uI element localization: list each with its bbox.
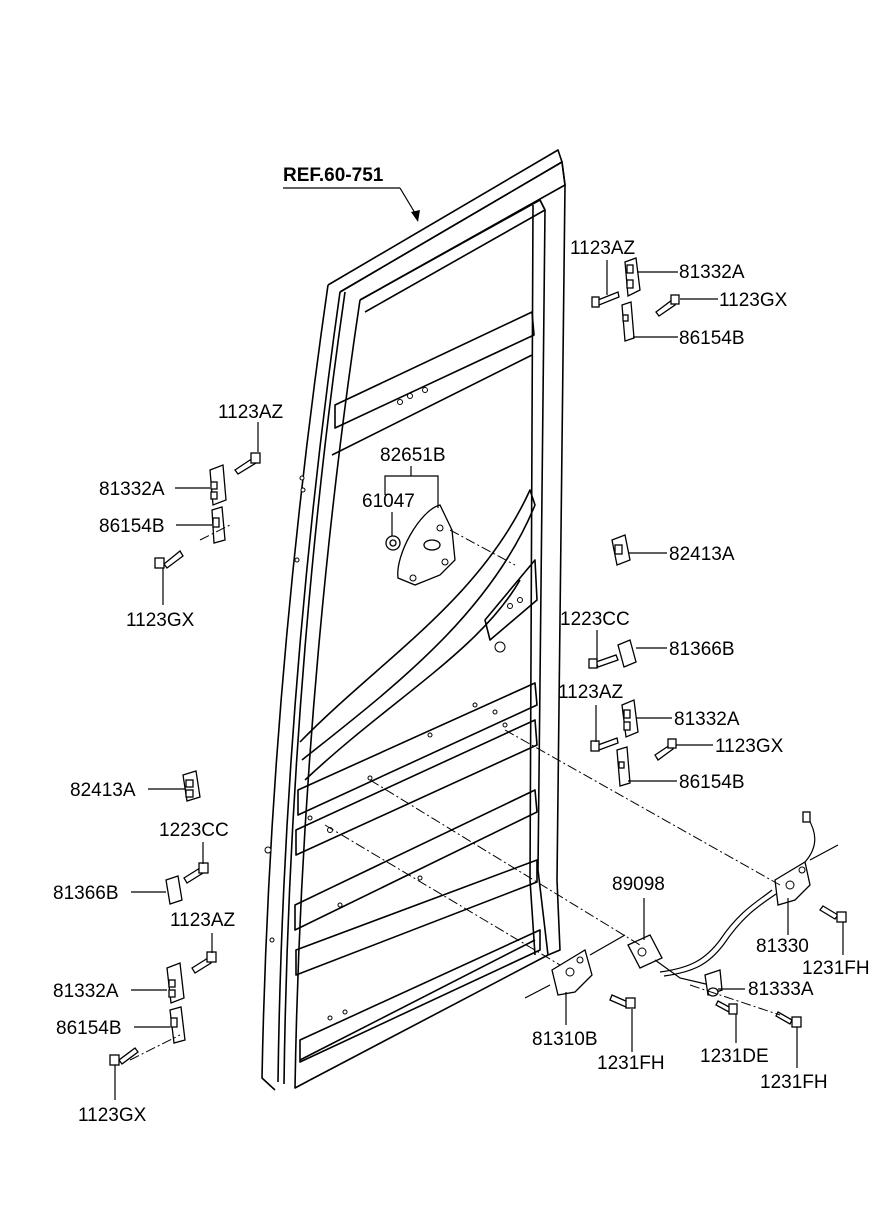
screw-left-bottom	[109, 1047, 139, 1066]
stopper-right	[588, 639, 637, 669]
label-striker-screw: 1231DE	[700, 1046, 769, 1067]
label-center-cover: 82651B	[380, 445, 446, 466]
label-mid-right-hinge: 81332A	[674, 709, 740, 730]
label-left-bottom-bolt: 1123AZ	[170, 910, 236, 931]
latch-lower-screw	[609, 994, 636, 1009]
bolt-left-top	[234, 452, 261, 475]
bolt-top-right	[591, 291, 620, 308]
striker-screw	[715, 1000, 738, 1015]
label-striker-bolt: 1231FH	[760, 1072, 828, 1093]
hinge-mid-right	[616, 699, 639, 787]
label-left-stopper-bolt: 1223CC	[159, 820, 229, 841]
hinge-left-bottom	[166, 962, 186, 1044]
screw-mid-right	[654, 738, 677, 761]
bumper-right	[611, 534, 631, 566]
callout-labels: REF.60-751 1123AZ 81332A 1123GX 86154B 1…	[53, 165, 870, 1126]
reference-label: REF.60-751	[283, 165, 384, 186]
label-left-top-bolt: 1123AZ	[218, 402, 284, 423]
door-cover-plate	[397, 504, 456, 586]
label-latch-lower: 81310B	[532, 1029, 598, 1050]
hinge-top-right	[621, 257, 641, 342]
leader-lines	[114, 187, 844, 1100]
latch-cable	[627, 934, 711, 986]
label-right-bumper: 82413A	[669, 544, 735, 565]
grommet	[385, 535, 401, 551]
bumper-left	[182, 770, 201, 802]
label-top-right-bolt: 1123AZ	[570, 238, 636, 259]
stopper-left	[165, 862, 209, 905]
screw-left-top	[154, 550, 184, 569]
striker-bolt	[775, 1011, 802, 1028]
bolt-mid-right	[590, 737, 619, 752]
door-frame	[261, 149, 566, 1091]
label-latch-lower-screw: 1231FH	[597, 1053, 665, 1074]
latch-lower	[524, 934, 626, 999]
label-top-right-screw: 1123GX	[719, 290, 788, 311]
label-mid-right-plate: 86154B	[679, 772, 745, 793]
label-left-bumper: 82413A	[70, 780, 136, 801]
latch-rear	[659, 811, 839, 977]
label-left-bottom-screw: 1123GX	[78, 1105, 147, 1126]
assembly-lines	[129, 524, 781, 1061]
label-top-right-plate: 86154B	[679, 328, 745, 349]
label-left-top-screw: 1123GX	[126, 610, 195, 631]
hinge-left-top	[209, 464, 227, 544]
label-right-stopper-bolt: 1223CC	[560, 609, 630, 630]
label-left-top-hinge: 81332A	[99, 479, 165, 500]
label-latch-rear-screw: 1231FH	[802, 958, 870, 979]
latch-rear-screw	[819, 905, 847, 923]
label-left-bottom-plate: 86154B	[56, 1018, 122, 1039]
label-top-right-hinge: 81332A	[679, 262, 745, 283]
label-left-top-plate: 86154B	[99, 516, 165, 537]
striker	[704, 969, 723, 997]
label-center-grommet: 61047	[362, 491, 415, 512]
label-latch-cable: 89098	[612, 874, 665, 895]
screw-top-right	[655, 294, 680, 317]
label-mid-right-bolt: 1123AZ	[558, 682, 624, 703]
label-latch-rear: 81330	[756, 936, 809, 957]
label-left-bottom-hinge: 81332A	[53, 981, 119, 1002]
bolt-left-bottom	[191, 951, 217, 974]
label-right-stopper: 81366B	[669, 639, 735, 660]
label-striker: 81333A	[748, 979, 814, 1000]
label-left-stopper: 81366B	[53, 883, 119, 904]
label-mid-right-screw: 1123GX	[715, 736, 784, 757]
